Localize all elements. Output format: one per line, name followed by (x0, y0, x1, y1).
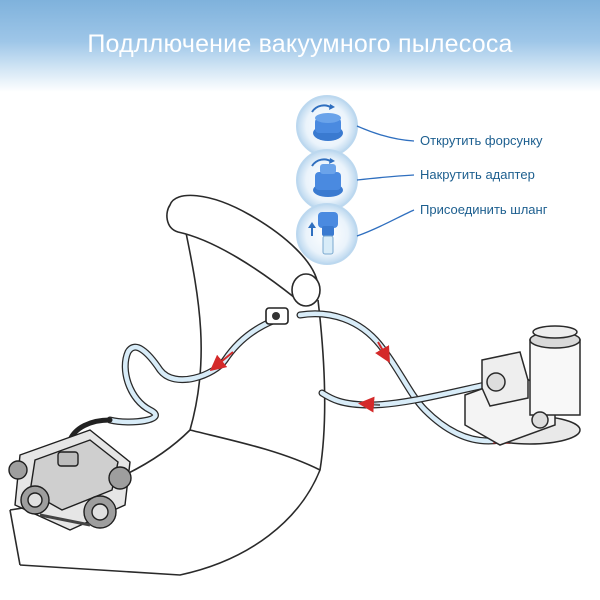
page-title: Подллючение вакуумного пылесоса (87, 30, 513, 58)
step-2-adapter-screw-icon (296, 149, 358, 211)
filter-pump (464, 325, 581, 446)
step-1-nozzle-unscrew-icon (296, 95, 358, 157)
step-3-label: Присоединить шланг (420, 202, 548, 217)
hoses (63, 310, 544, 465)
step-2-label: Накрутить адаптер (420, 167, 535, 182)
leader-lines (356, 125, 415, 237)
pool-robot (8, 429, 132, 531)
step-3-hose-attach-icon (296, 203, 358, 265)
title-banner: Подллючение вакуумного пылесоса (0, 0, 600, 92)
pool-rim-tube (166, 194, 321, 307)
step-1-label: Открутить форсунку (420, 133, 543, 148)
wall-fitting (265, 307, 289, 325)
